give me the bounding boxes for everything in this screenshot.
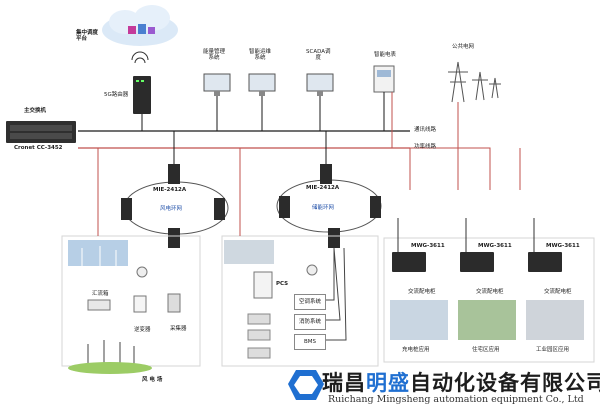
camera-icon xyxy=(306,264,318,276)
mwg-model: MWG-3611 xyxy=(478,243,512,249)
combiner-box-icon xyxy=(87,299,111,311)
mwg-cabinet: 交流配电柜 xyxy=(408,289,436,295)
pcs-icon xyxy=(253,271,273,299)
inverter-icon xyxy=(133,295,147,313)
ring-switch-icon xyxy=(121,164,381,248)
mwg-model: MWG-3611 xyxy=(546,243,580,249)
application-label: 充电桩应用 xyxy=(402,347,430,353)
wind-turbine-photo xyxy=(68,240,128,266)
public-grid-label: 公共电网 xyxy=(452,44,475,50)
ring-model: MIE-2412A xyxy=(306,185,340,191)
subsystem-box: 消防系统 xyxy=(294,314,326,330)
application-photo xyxy=(390,300,584,340)
power-bus-label: 功率线路 xyxy=(414,144,437,150)
router-icon xyxy=(131,51,151,114)
application-label: 住宅区应用 xyxy=(472,347,500,353)
ring-model: MIE-2412A xyxy=(153,187,187,193)
storage-photo xyxy=(224,240,274,264)
pcs-label: PCS xyxy=(276,281,289,287)
core-switch-model: Cronet CC-3452 xyxy=(14,145,63,151)
wind-farm-label: 风 电 场 xyxy=(142,377,163,383)
smart-meter-icon xyxy=(373,65,395,148)
battery-rack-icon xyxy=(247,313,271,359)
system-label: 智能运维系统 xyxy=(249,49,272,62)
ring-name: 储能环网 xyxy=(312,205,335,211)
cloud-label: 集中调度平台 xyxy=(76,30,99,43)
power-pylon-icon xyxy=(448,61,501,120)
core-switch-title: 主交换机 xyxy=(24,108,47,114)
company-name-cn: 瑞昌明盛自动化设备有限公司 xyxy=(322,371,600,395)
combiner-label: 汇流箱 xyxy=(92,291,109,297)
router-label: 5G路由器 xyxy=(104,92,129,98)
monitor-icon xyxy=(306,73,334,131)
wind-farm-icon xyxy=(87,340,135,366)
company-name-en: Ruichang Mingsheng automation equipment … xyxy=(328,394,584,405)
subsystem-box: BMS xyxy=(294,334,326,350)
mwg-model: MWG-3611 xyxy=(411,243,445,249)
company-logo-icon xyxy=(288,370,324,400)
ring-name: 风电环网 xyxy=(160,206,183,212)
system-label: SCADA调度 xyxy=(306,49,331,62)
monitor-icon xyxy=(203,73,231,131)
collector-label: 采集器 xyxy=(170,326,187,332)
mwg-cabinet: 交流配电柜 xyxy=(476,289,504,295)
system-label: 能量管理系统 xyxy=(203,49,226,62)
camera-icon xyxy=(136,266,148,278)
subsystem-box: 空调系统 xyxy=(294,294,326,310)
comm-bus-label: 通讯线路 xyxy=(414,127,437,133)
monitor-icon xyxy=(248,73,276,131)
microgrid-area xyxy=(383,237,595,363)
company-brand: 瑞昌明盛自动化设备有限公司 Ruichang Mingsheng automat… xyxy=(270,363,600,413)
cloud-icon xyxy=(102,5,178,46)
mwg-gateway-icon xyxy=(392,218,562,272)
application-label: 工业园区应用 xyxy=(536,347,570,353)
inverter-label: 逆变器 xyxy=(134,327,151,333)
storage-area xyxy=(221,235,379,367)
mwg-cabinet: 交流配电柜 xyxy=(544,289,572,295)
collector-icon xyxy=(167,293,181,313)
core-switch-icon xyxy=(6,121,76,143)
smart-meter-label: 智能电表 xyxy=(374,52,397,58)
